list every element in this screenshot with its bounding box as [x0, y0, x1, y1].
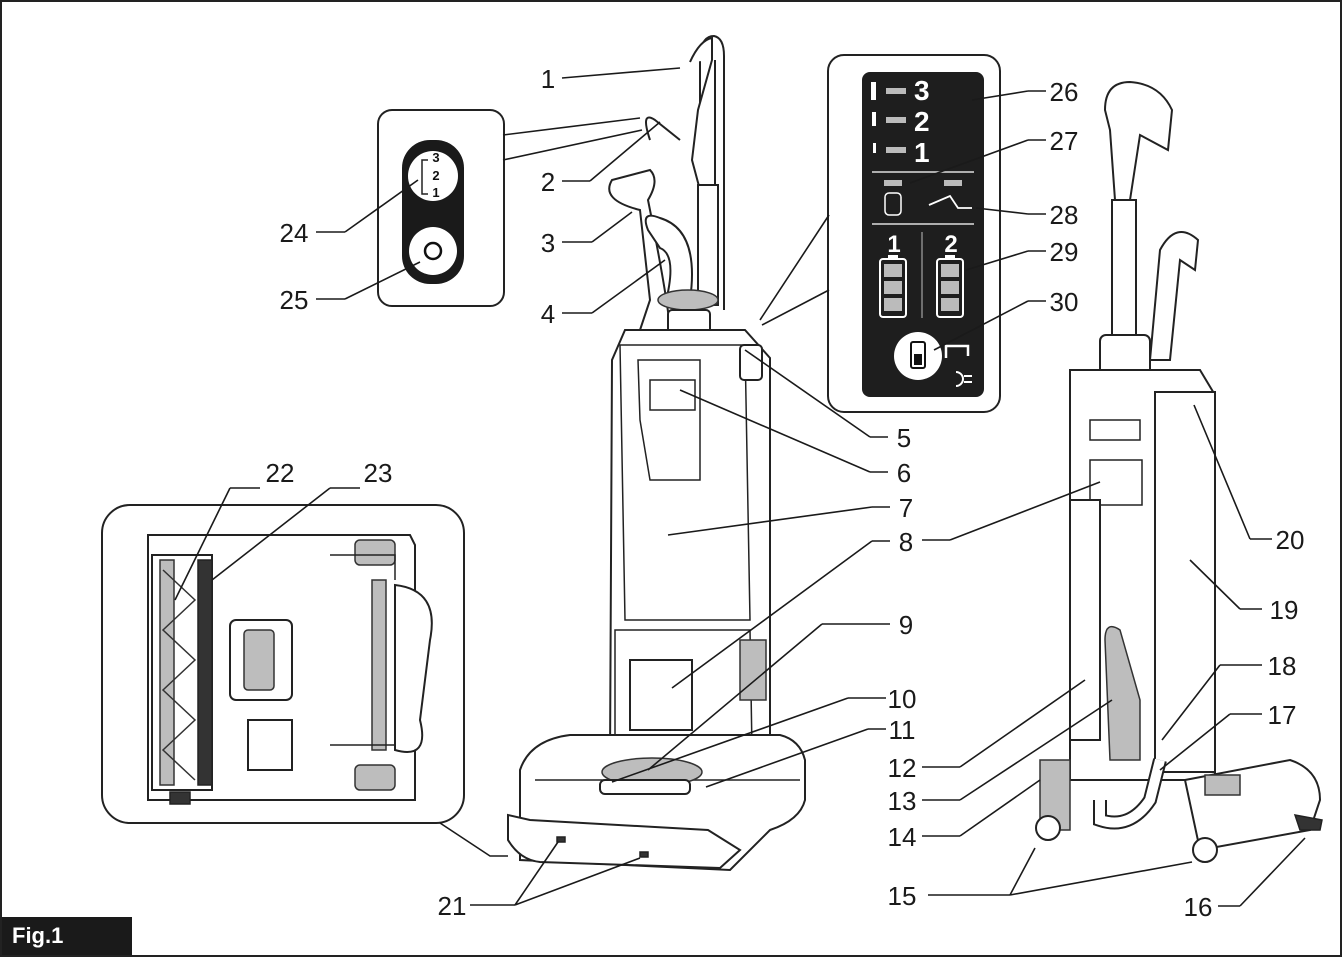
panel-speed-2: 2: [914, 106, 930, 137]
callout-27: 27: [1050, 126, 1079, 156]
callout-9: 9: [899, 610, 913, 640]
battery-1-icon: [879, 255, 907, 318]
callout-3: 3: [541, 228, 555, 258]
callout-12: 12: [888, 753, 917, 783]
callout-8: 8: [899, 527, 913, 557]
callout-10: 10: [888, 684, 917, 714]
callout-25: 25: [280, 285, 309, 315]
callout-23: 23: [364, 458, 393, 488]
callout-2: 2: [541, 167, 555, 197]
panel-speed-1: 1: [914, 137, 930, 168]
figure-label: Fig.1: [2, 917, 132, 955]
callout-20: 20: [1276, 525, 1305, 555]
callout-4: 4: [541, 299, 555, 329]
panel-battery-1: 1: [887, 231, 900, 258]
switch-inset: 3 2 1: [377, 109, 643, 307]
battery-2-icon: [936, 255, 964, 318]
callout-13: 13: [888, 786, 917, 816]
panel-speed-3: 3: [914, 75, 930, 106]
callout-5: 5: [897, 423, 911, 453]
callout-11: 11: [889, 715, 916, 745]
display-panel-inset: 3 2 1 1 2: [759, 54, 1001, 413]
callout-numbers: 1 2 3 4 5 6 7 8 9 10 11 12 13 14 15 16 1…: [266, 64, 1305, 922]
callout-1: 1: [541, 64, 555, 94]
filter-icon: [884, 192, 902, 216]
callout-21: 21: [438, 891, 467, 921]
switch-speed-1: 1: [432, 185, 439, 200]
power-button-icon: [423, 241, 443, 261]
light-icon: [955, 371, 972, 387]
callout-7: 7: [899, 493, 913, 523]
callout-14: 14: [888, 822, 917, 852]
callout-28: 28: [1050, 200, 1079, 230]
underside-inset: [101, 504, 508, 857]
vacuum-rear-view: [1035, 80, 1323, 863]
callout-6: 6: [897, 458, 911, 488]
panel-battery-2: 2: [944, 231, 957, 258]
switch-speed-3: 3: [432, 150, 439, 165]
callout-15: 15: [888, 881, 917, 911]
callout-19: 19: [1270, 595, 1299, 625]
callout-29: 29: [1050, 237, 1079, 267]
callout-17: 17: [1268, 700, 1297, 730]
callout-18: 18: [1268, 651, 1297, 681]
switch-speed-2: 2: [432, 168, 439, 183]
callout-24: 24: [280, 218, 309, 248]
brush-roll-icon: [928, 194, 972, 209]
callout-16: 16: [1184, 892, 1213, 922]
callout-30: 30: [1050, 287, 1079, 317]
callout-22: 22: [266, 458, 295, 488]
leader-lines: [174, 67, 1306, 907]
vacuum-front-view: [507, 34, 806, 872]
battery-check-icon: [910, 341, 926, 369]
callout-26: 26: [1050, 77, 1079, 107]
